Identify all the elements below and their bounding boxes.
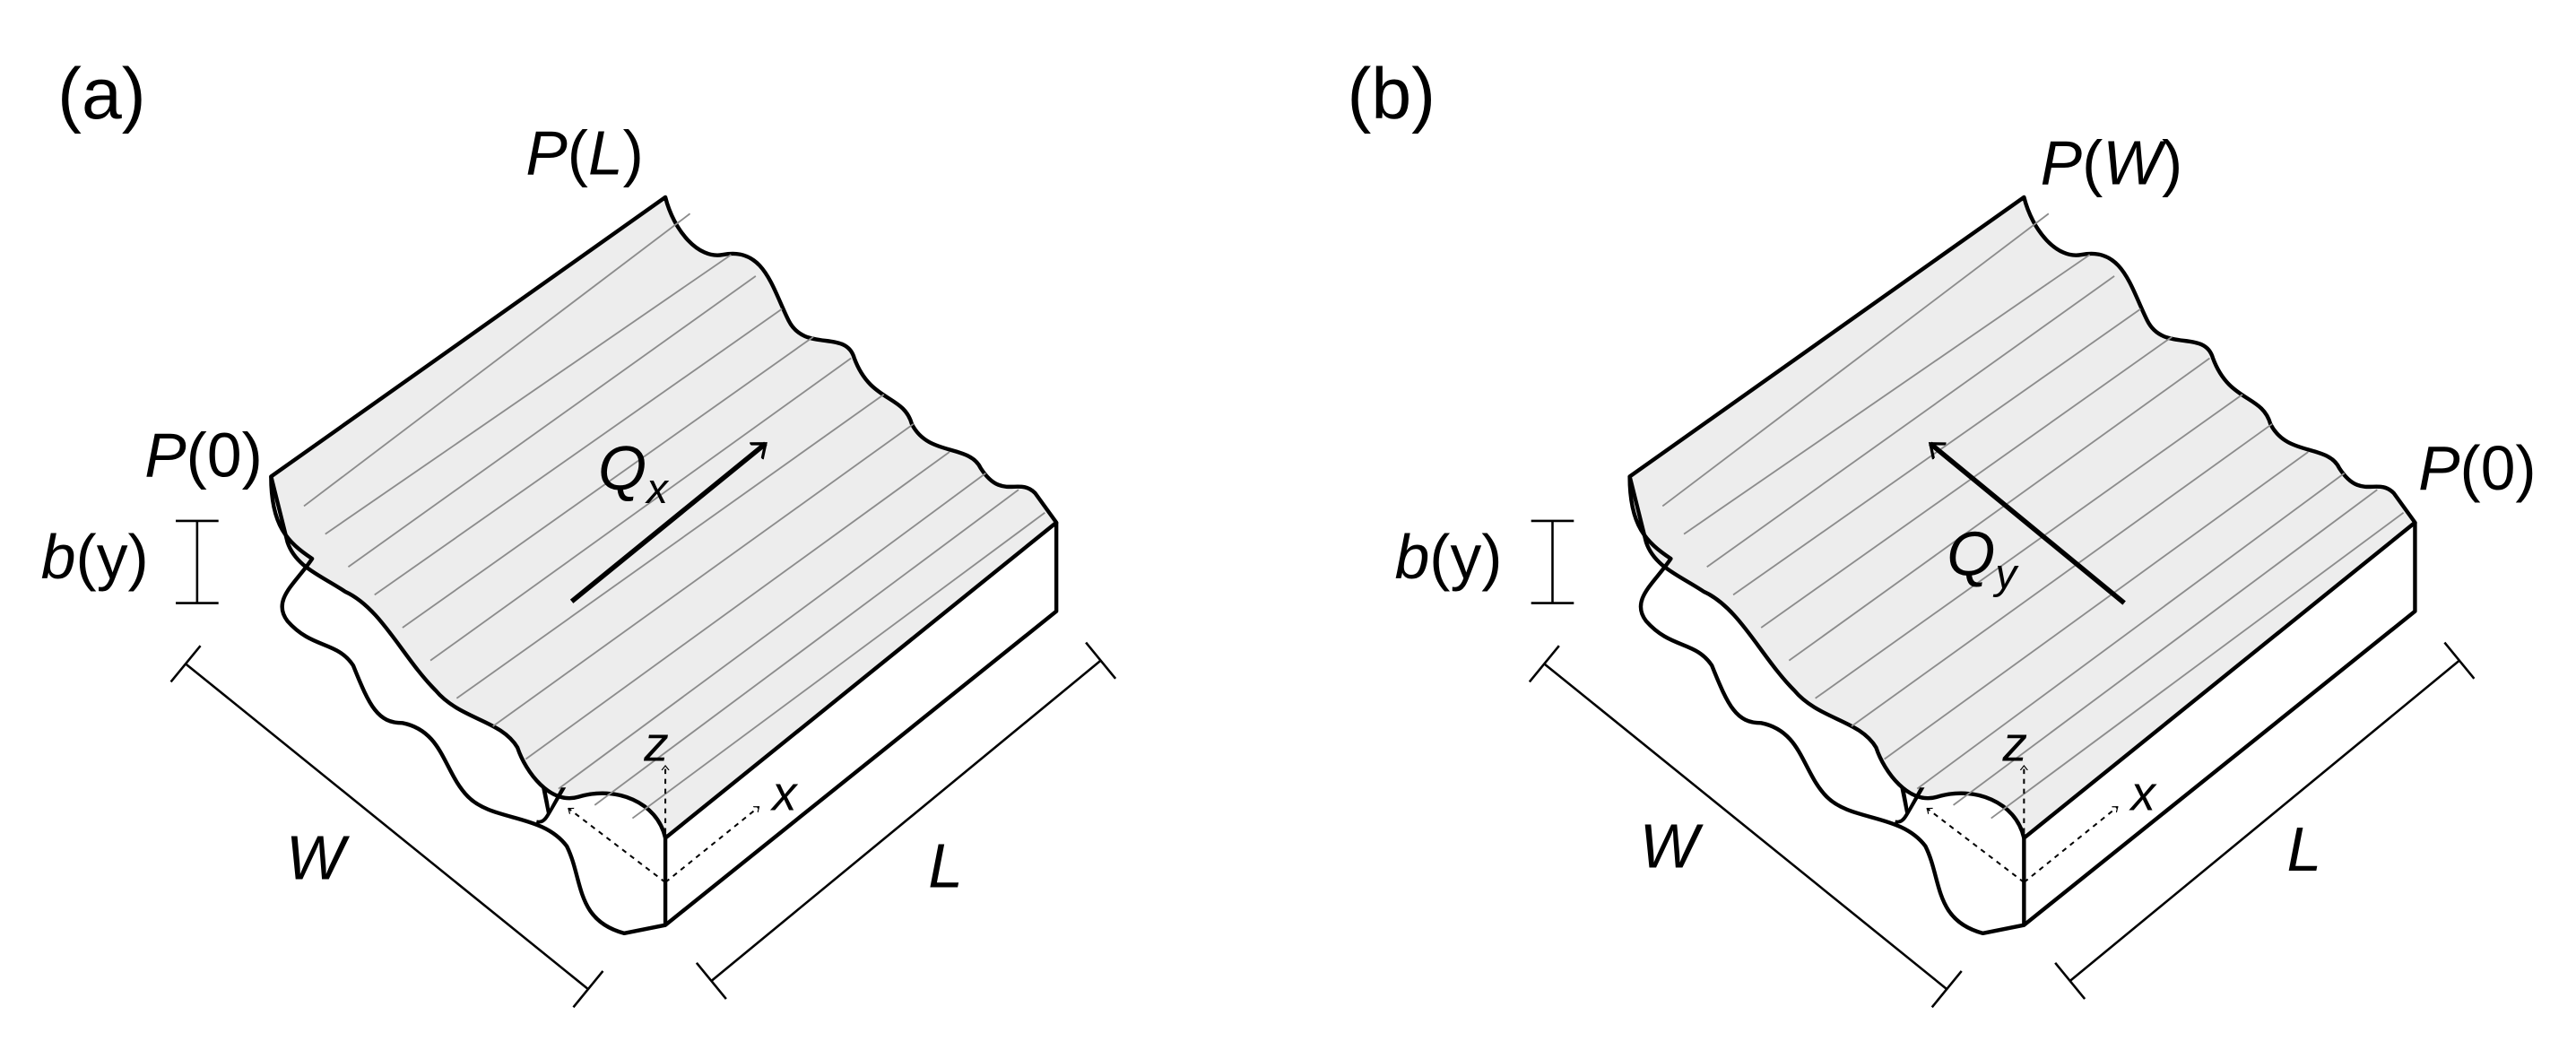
panel-b-axis-y: y: [1894, 768, 1925, 824]
panel-a-axes: [568, 766, 759, 883]
panel-b-axis-x: x: [2128, 765, 2157, 820]
panel-a-dimension-l: [695, 641, 1117, 1000]
panel-b-pressure-far: P(W): [2041, 127, 2183, 197]
panel-b-length-label: L: [2287, 814, 2322, 884]
panel-b-flow-arrow: [1930, 441, 2126, 605]
panel-b-dimension-l: [2054, 641, 2476, 1000]
panel-a-left-face: [269, 476, 666, 936]
panel-b-tag: (b): [1347, 54, 1435, 135]
panel-b-dimension-w: [1528, 645, 1963, 1009]
panel-a-aperture-label: b(y): [41, 522, 149, 592]
panel-b-surface-grooves: [1661, 213, 2405, 820]
panel-a-pressure-far-arg: (L): [568, 117, 644, 187]
panel-a-axis-x: x: [769, 765, 799, 820]
panel-b-aperture-bracket: [1531, 519, 1574, 604]
panel-b-aperture-label: b(y): [1395, 522, 1503, 592]
panel-a-dimension-w: [169, 645, 604, 1009]
panel-a-axis-z: z: [643, 716, 668, 771]
panel-b-width-label: W: [1640, 811, 1704, 881]
panel-a-flow-arrow: [569, 441, 766, 603]
panel-a-surface-grooves: [303, 213, 1045, 820]
panel-a-length-label: L: [928, 831, 963, 901]
panel-b-pressure-near: P(0): [2418, 433, 2537, 503]
panel-b-axes: [1927, 766, 2118, 883]
panel-a-flow-label: Qx: [598, 433, 670, 513]
panel-a-axis-y: y: [535, 768, 567, 824]
panel-b-flow-label: Qy: [1947, 518, 2019, 598]
panel-a-tag: (a): [57, 54, 146, 135]
panel-b-axis-z: z: [2002, 716, 2027, 771]
panel-a-top-surface: [269, 195, 1059, 840]
panel-a-width-label: W: [286, 822, 351, 892]
panel-a: (a) z x: [41, 54, 1117, 1009]
panel-a-pressure-near: P(0): [144, 420, 263, 490]
panel-a-pressure-far: P(L): [525, 117, 644, 187]
panel-a-aperture-bracket: [176, 519, 219, 604]
panel-b-left-face: [1627, 476, 2025, 936]
panel-b: (b) z x y P(W) P(0): [1347, 54, 2537, 1009]
